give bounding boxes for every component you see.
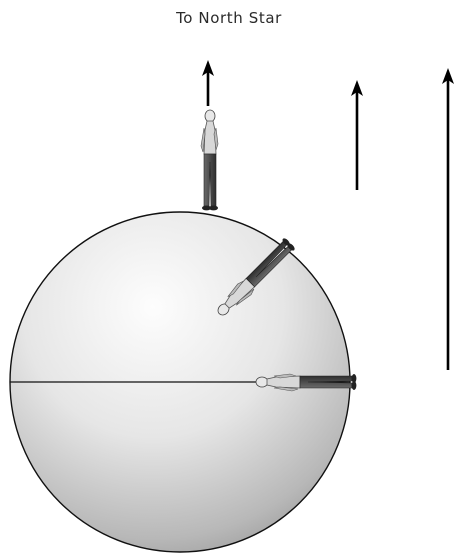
- observer-at-north-pole: [200, 60, 219, 211]
- observer-at-equator: [255, 68, 454, 392]
- up-arrow-icon: [351, 80, 363, 190]
- standing-person-icon: [200, 109, 219, 211]
- observer-at-mid-latitude: [213, 80, 363, 321]
- up-arrow-icon: [202, 60, 214, 106]
- caption-to-north-star: To North Star: [176, 9, 282, 27]
- earth-sphere: [9, 211, 351, 553]
- up-arrow-icon: [442, 68, 454, 370]
